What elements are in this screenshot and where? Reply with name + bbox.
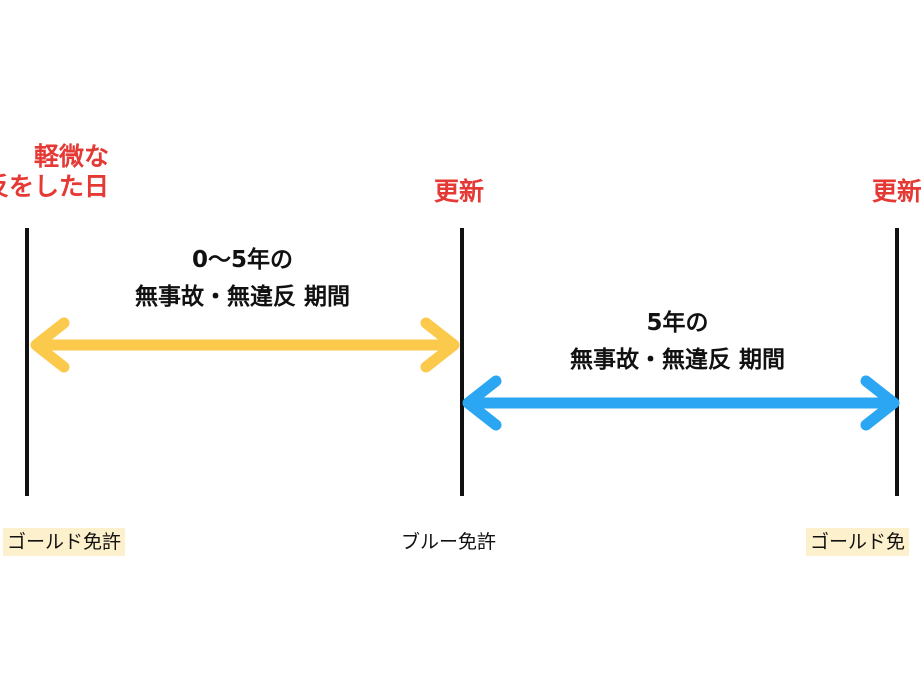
renewal-label-1: 更新 [434, 177, 485, 206]
license-left-gold: ゴールド免許 [2, 528, 125, 556]
period-2-double-arrow [462, 375, 900, 431]
license-middle-blue: ブルー免許 [401, 531, 497, 553]
period-1-line1: 0〜5年の [191, 247, 293, 273]
timeline-line-renewal-2 [895, 228, 899, 496]
period-2-line2: 無事故・無違反 期間 [569, 347, 785, 373]
violation-date-label: 軽微な 反をした日 [0, 142, 109, 202]
period-2-line1: 5年の [646, 310, 709, 336]
license-right-gold: ゴールド免 [806, 528, 910, 556]
period-1-text: 0〜5年の 無事故・無違反 期間 [95, 242, 390, 316]
renewal-label-2: 更新 [872, 177, 921, 206]
period-1-double-arrow [30, 317, 460, 373]
timeline-line-violation [25, 228, 29, 496]
violation-label-line1: 軽微な [33, 142, 109, 171]
violation-label-line2: 反をした日 [0, 172, 109, 201]
period-2-text: 5年の 無事故・無違反 期間 [530, 305, 825, 379]
period-1-line2: 無事故・無違反 期間 [134, 284, 350, 310]
timeline-line-renewal-1 [460, 228, 464, 496]
